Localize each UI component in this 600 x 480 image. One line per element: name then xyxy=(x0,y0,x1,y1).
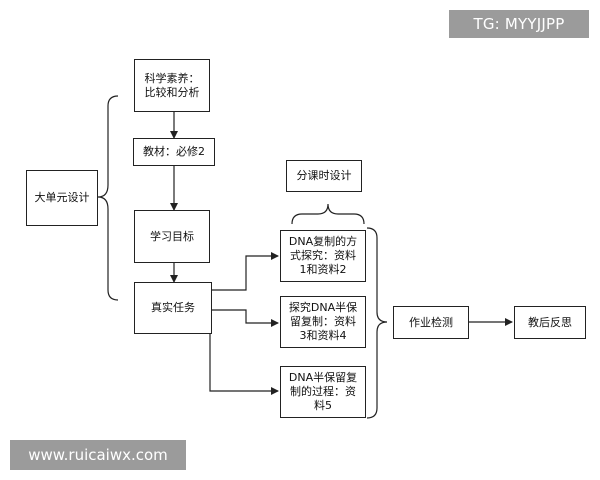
node-task-label: 真实任务 xyxy=(151,301,195,314)
node-big-unit-label: 大单元设计 xyxy=(34,191,90,204)
watermark-site: www.ruicaiwx.com xyxy=(10,440,186,470)
node-task: 真实任务 xyxy=(134,282,212,334)
node-literacy: 科学素养： 比较和分析 xyxy=(134,59,210,112)
node-lesson-2: 探究DNA半保 留复制：资料 3和资料4 xyxy=(280,296,366,348)
node-textbook: 教材：必修2 xyxy=(133,138,215,166)
node-literacy-label: 科学素养： 比较和分析 xyxy=(144,71,200,99)
watermark-tg: TG: MYYJJPP xyxy=(449,10,589,38)
node-reflection: 教后反思 xyxy=(514,306,586,339)
node-reflection-label: 教后反思 xyxy=(528,315,572,329)
left-brace xyxy=(97,95,119,301)
node-goals-label: 学习目标 xyxy=(150,229,194,243)
arrow-task-lesson3 xyxy=(209,330,279,395)
right-brace xyxy=(366,227,388,419)
node-lesson-2-label: 探究DNA半保 留复制：资料 3和资料4 xyxy=(288,301,358,342)
arrow-task-lesson1 xyxy=(212,252,279,291)
node-goals: 学习目标 xyxy=(134,210,210,263)
node-lesson-design: 分课时设计 xyxy=(286,160,362,192)
node-textbook-label: 教材：必修2 xyxy=(143,145,205,158)
node-lesson-1-label: DNA复制的方 式探究：资料 1和资料2 xyxy=(288,235,358,276)
top-brace xyxy=(291,203,365,225)
node-lesson-3: DNA半保留复 制的过程：资 料5 xyxy=(280,366,366,418)
node-lesson-design-label: 分课时设计 xyxy=(296,169,352,182)
node-big-unit: 大单元设计 xyxy=(26,170,98,226)
node-homework: 作业检测 xyxy=(393,306,469,339)
node-lesson-3-label: DNA半保留复 制的过程：资 料5 xyxy=(288,371,358,412)
node-lesson-1: DNA复制的方 式探究：资料 1和资料2 xyxy=(280,230,366,282)
arrow-task-lesson2 xyxy=(212,309,279,327)
node-homework-label: 作业检测 xyxy=(409,315,453,329)
